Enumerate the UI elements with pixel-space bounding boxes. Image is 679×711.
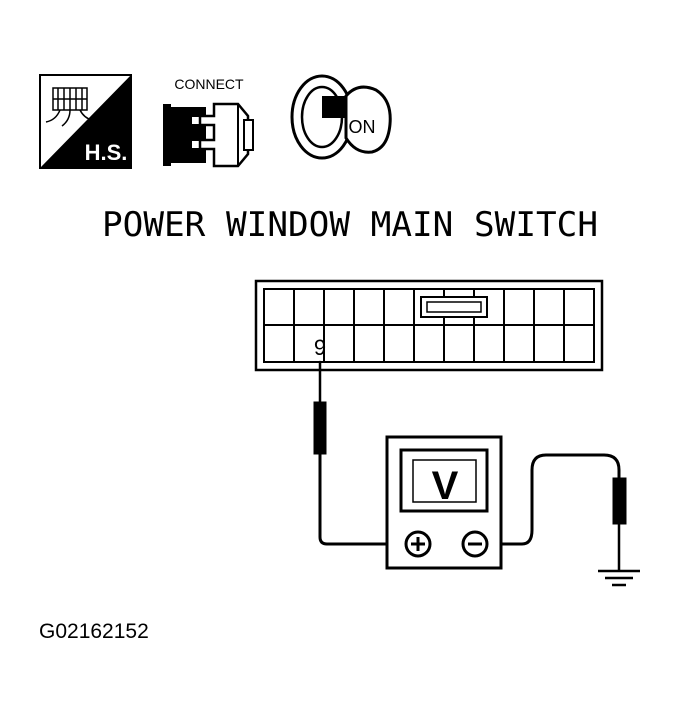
figure-id: G02162152 bbox=[39, 620, 149, 643]
negative-terminal-icon bbox=[461, 530, 489, 558]
diagram-title: POWER WINDOW MAIN SWITCH bbox=[102, 205, 598, 245]
ground-icon bbox=[598, 569, 640, 587]
terminal-number: 9 bbox=[314, 335, 326, 360]
harness-side-icon: H.S. bbox=[39, 74, 132, 169]
harness-side-label: H.S. bbox=[85, 140, 128, 165]
connect-icon: CONNECT bbox=[163, 76, 254, 168]
positive-terminal-icon bbox=[404, 530, 432, 558]
voltmeter: V bbox=[385, 435, 503, 570]
ignition-on-icon: ON bbox=[290, 74, 392, 160]
ignition-on-label: ON bbox=[349, 117, 376, 137]
connector-sketch-icon bbox=[45, 87, 93, 127]
connect-label: CONNECT bbox=[174, 76, 244, 92]
connector-face bbox=[254, 279, 604, 372]
test-leads bbox=[313, 360, 627, 572]
voltmeter-label: V bbox=[432, 464, 459, 508]
